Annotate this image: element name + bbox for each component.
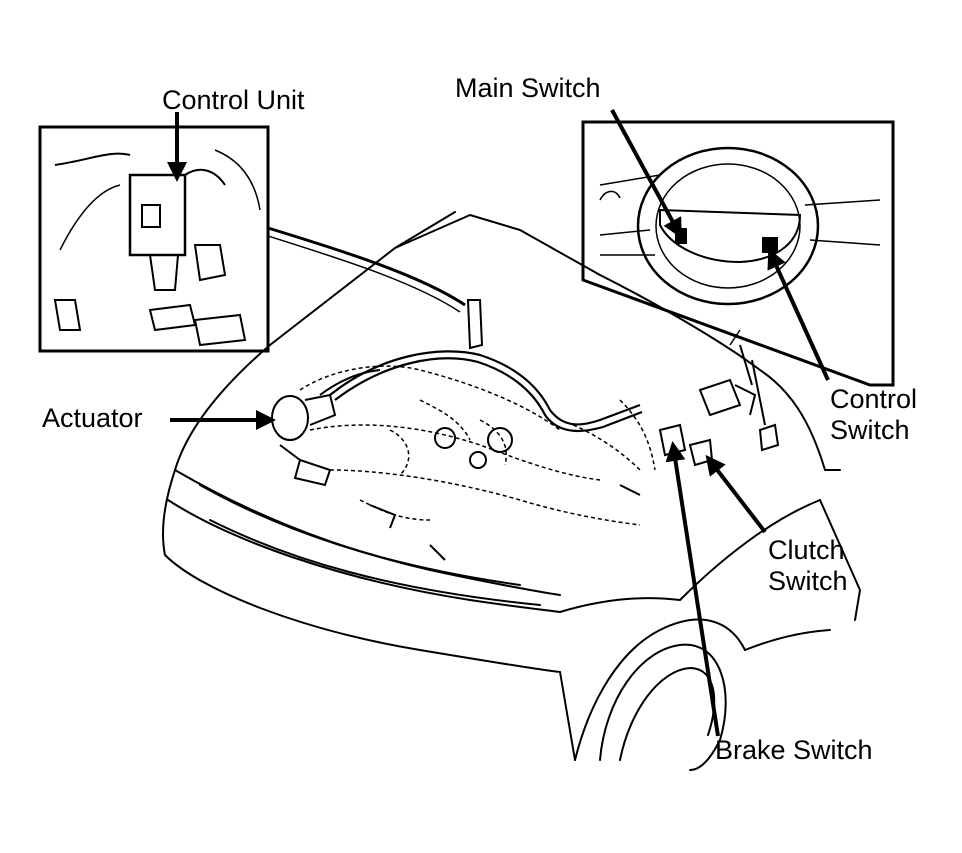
clutch-switch-line-2: Switch (768, 566, 848, 596)
steering-wheel-inset (581, 120, 895, 387)
control-unit-inset (38, 125, 270, 353)
throttle-cable (329, 350, 643, 433)
inset-connector (267, 226, 466, 313)
actuator-part (271, 369, 381, 461)
clutch-switch-line-1: Clutch (768, 535, 845, 565)
control-switch-line-2: Switch (830, 415, 910, 445)
clutch-switch-label: Clutch Switch (768, 535, 848, 597)
engine-parts (293, 427, 641, 561)
arrow-icon (610, 109, 682, 239)
brake-switch-label: Brake Switch (715, 735, 873, 765)
actuator-label: Actuator (42, 403, 143, 433)
arrow-icon (705, 454, 767, 534)
arrow-icon (767, 248, 830, 381)
bracket-part (466, 299, 484, 350)
pedal-switches (658, 378, 780, 467)
main-switch-label: Main Switch (455, 73, 601, 103)
control-switch-line-1: Control (830, 384, 918, 414)
steering-connector (739, 344, 766, 426)
engine-bay (299, 365, 656, 526)
leader-lines (167, 109, 830, 737)
control-switch-label: Control Switch (830, 384, 917, 446)
arrow-icon (665, 441, 720, 737)
control-unit-label: Control Unit (162, 85, 305, 115)
